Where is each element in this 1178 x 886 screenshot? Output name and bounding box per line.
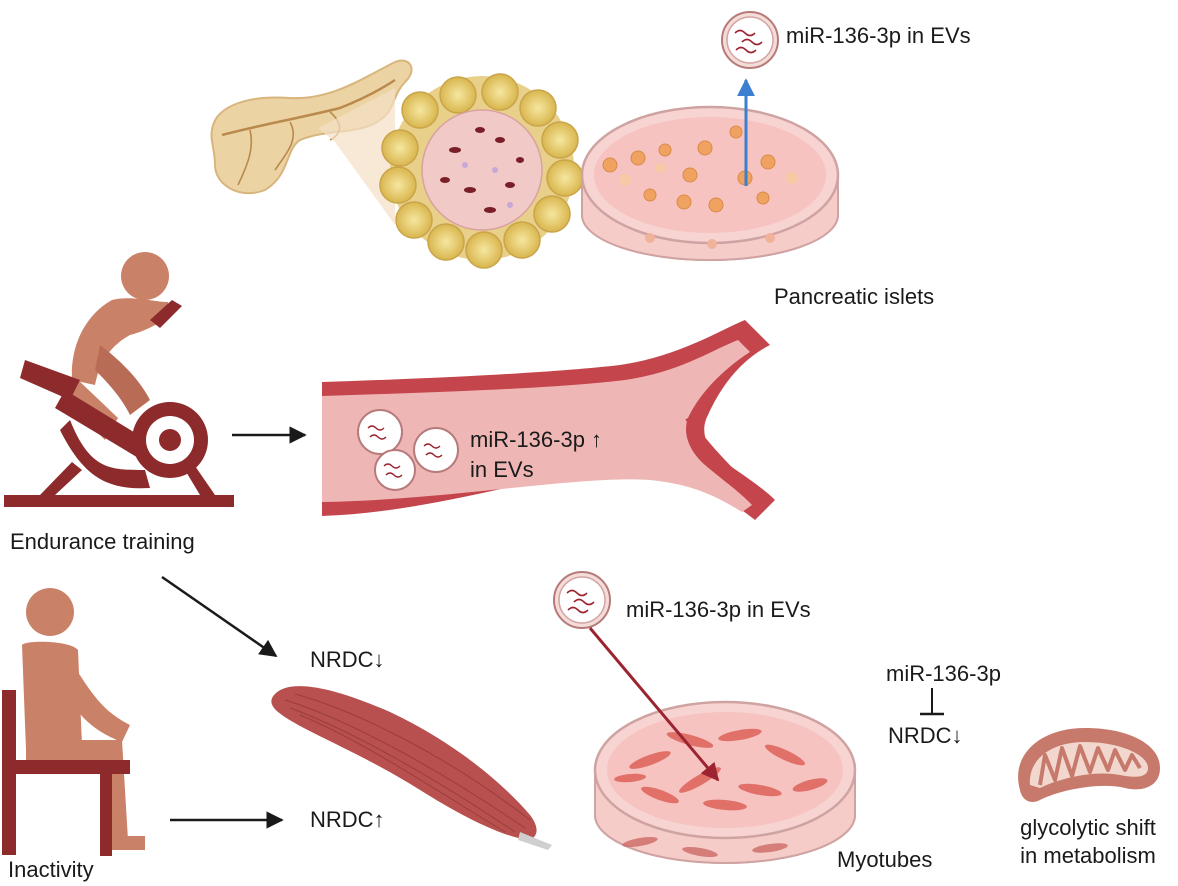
myotube-culture-dish (593, 700, 857, 864)
ev-uptake-arrow (588, 627, 720, 782)
ev-top-label: miR-136-3p in EVs (786, 23, 971, 48)
inactivity-label: Inactivity (8, 857, 94, 882)
cyclist-figure-icon (4, 252, 234, 507)
inhibited-nrdc-label: NRDC↓ (888, 723, 963, 748)
nrdc-up-label: NRDC↑ (310, 807, 385, 832)
endurance-training-label: Endurance training (10, 529, 195, 554)
ev-vesicle-icon (721, 11, 779, 69)
ev-mid-label: miR-136-3p in EVs (626, 597, 811, 622)
inhibitor-mirna-label: miR-136-3p (886, 661, 1001, 686)
mitochondrion-icon (1018, 728, 1160, 802)
ev-vesicle-icon-myotube (553, 571, 611, 629)
inhibition-symbol (920, 688, 944, 716)
ev-vesicles-in-vessel (357, 409, 459, 491)
training-to-muscle-arrow (161, 575, 278, 658)
pancreatic-islets-label: Pancreatic islets (774, 284, 935, 309)
vessel-label-line1: miR-136-3p ↑ (470, 427, 603, 452)
myotubes-label: Myotubes (837, 847, 933, 872)
sitting-figure-icon (2, 588, 145, 856)
vessel-label-line2: in EVs (470, 457, 534, 482)
pancreas-illustration (210, 59, 413, 225)
glycolytic-shift-line2: in metabolism (1020, 843, 1156, 868)
glycolytic-shift-line1: glycolytic shift (1020, 815, 1156, 840)
islet-cluster-illustration (379, 73, 584, 269)
islet-culture-dish (580, 105, 840, 261)
nrdc-down-label: NRDC↓ (310, 647, 385, 672)
skeletal-muscle-illustration (271, 686, 552, 850)
